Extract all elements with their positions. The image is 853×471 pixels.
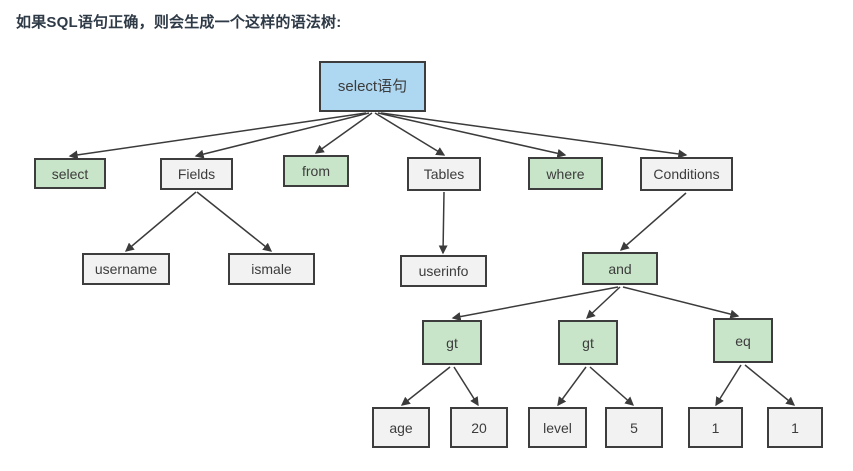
edge-gt2-level — [557, 366, 587, 407]
edge-eq-1-left — [715, 364, 742, 407]
node-age: age — [372, 407, 430, 448]
edge-and-gt2 — [586, 286, 621, 319]
edge-gt2-5 — [589, 366, 635, 406]
node-5: 5 — [605, 407, 663, 448]
node-userinfo: userinfo — [400, 255, 487, 287]
node-fields: Fields — [160, 158, 233, 190]
edge-conditions-and — [619, 192, 687, 251]
edge-gt1-age — [400, 366, 451, 406]
node-ismale: ismale — [228, 253, 315, 285]
node-from: from — [283, 155, 349, 187]
node-username: username — [82, 253, 170, 285]
edge-root-conditions — [380, 112, 688, 159]
node-where: where — [528, 157, 603, 190]
edge-and-gt1 — [451, 286, 619, 322]
edge-root-where — [377, 112, 567, 158]
edge-fields-ismale — [196, 191, 273, 252]
node-select-statement: select语句 — [319, 61, 426, 112]
edge-and-eq — [622, 286, 740, 319]
node-eq: eq — [713, 318, 773, 363]
edge-root-from — [314, 112, 373, 154]
edge-eq-1-right — [744, 364, 796, 406]
edge-root-fields — [194, 112, 370, 159]
node-1-left: 1 — [688, 407, 743, 448]
node-1-right: 1 — [767, 407, 823, 448]
node-tables: Tables — [407, 157, 481, 191]
node-20: 20 — [450, 407, 508, 448]
node-level: level — [528, 407, 587, 448]
node-gt-2: gt — [558, 320, 618, 365]
node-select: select — [34, 158, 106, 189]
page-title: 如果SQL语句正确，则会生成一个这样的语法树: — [16, 14, 342, 31]
edge-root-select — [68, 112, 367, 160]
edge-fields-username — [124, 191, 197, 252]
edge-root-tables — [374, 112, 446, 156]
edge-gt1-20 — [453, 366, 479, 407]
edge-tables-userinfo — [438, 191, 448, 255]
node-gt-1: gt — [422, 320, 482, 365]
node-and: and — [582, 252, 658, 285]
node-conditions: Conditions — [640, 157, 733, 191]
